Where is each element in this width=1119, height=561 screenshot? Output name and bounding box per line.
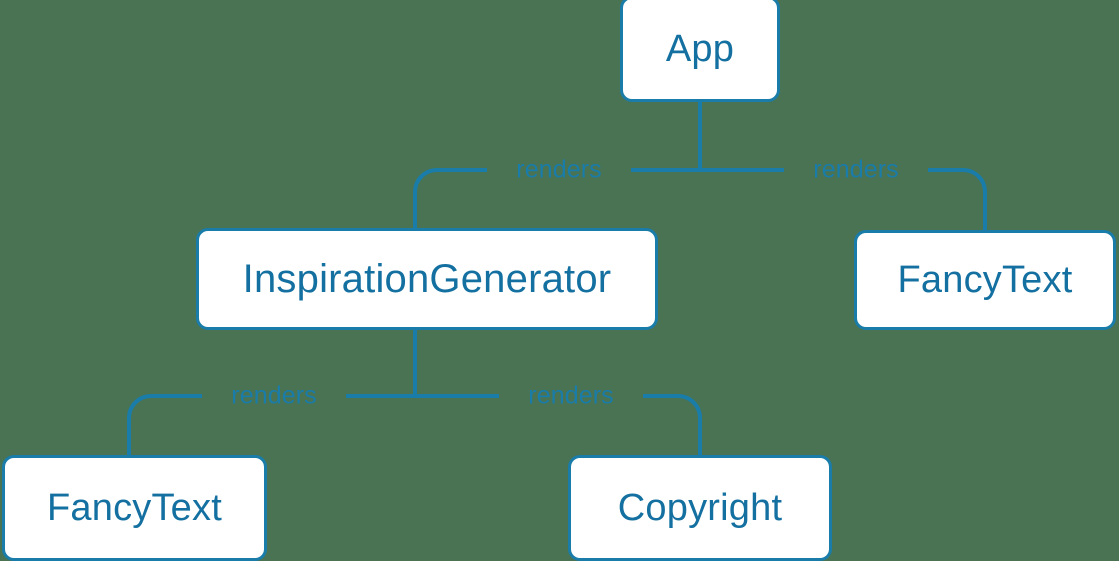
node-inspirationgenerator-label: InspirationGenerator — [242, 257, 612, 301]
edge-label-inspirationgenerator-to-copyright: renders — [528, 381, 614, 410]
node-inspirationgenerator[interactable]: InspirationGenerator — [196, 228, 658, 330]
node-fancytext-left[interactable]: FancyText — [2, 455, 267, 561]
edge-app-to-fancytext-right — [698, 168, 987, 232]
edge-label-gap-3 — [202, 378, 346, 414]
edge-inspirationgenerator-to-copyright — [413, 394, 702, 457]
edge-label-app-to-inspirationgenerator: renders — [516, 155, 602, 184]
node-app[interactable]: App — [620, 0, 780, 102]
node-fancytext-right[interactable]: FancyText — [854, 230, 1116, 330]
node-copyright-label: Copyright — [617, 487, 783, 529]
edge-label-app-to-fancytext-right: renders — [813, 155, 899, 184]
edge-inspirationgenerator-to-fancytext-left — [127, 394, 417, 457]
node-fancytext-left-label: FancyText — [47, 487, 222, 529]
edge-app-to-inspirationgenerator — [413, 168, 702, 230]
edge-label-gap-4 — [499, 378, 643, 414]
edge-label-gap-2 — [784, 152, 928, 188]
node-fancytext-right-label: FancyText — [897, 259, 1073, 301]
edge-label-inspirationgenerator-to-fancytext-left: renders — [231, 381, 317, 410]
node-copyright[interactable]: Copyright — [568, 455, 832, 561]
edge-label-gap-1 — [487, 152, 631, 188]
node-app-label: App — [665, 28, 735, 70]
